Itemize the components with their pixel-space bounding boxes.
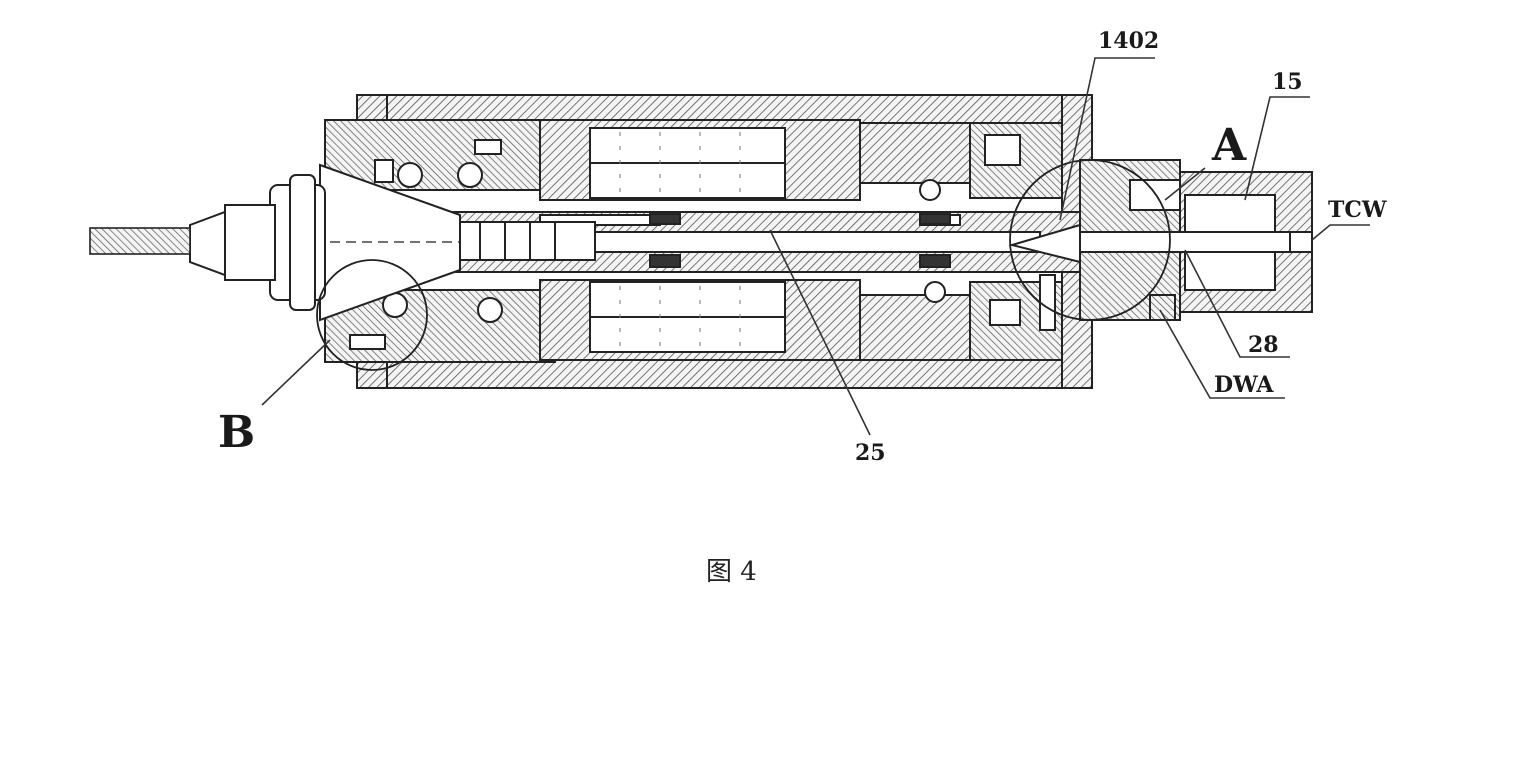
label-b: B (218, 407, 255, 458)
leader-15 (1244, 96, 1310, 201)
label-28: 28 (1248, 332, 1279, 358)
rotary-union (1008, 159, 1313, 331)
motor-stator (539, 119, 861, 361)
leader-b (261, 339, 331, 406)
figure-caption: 图 4 (706, 557, 757, 587)
leader-1402 (1059, 57, 1155, 221)
detail-circle-a (1009, 159, 1171, 321)
label-1402: 1402 (1098, 28, 1159, 54)
label-dwa: DWA (1214, 372, 1274, 398)
drawbar (454, 221, 596, 261)
label-a: A (1211, 120, 1247, 171)
cutting-tool (89, 227, 191, 255)
leader-28 (1184, 249, 1290, 358)
leader-tcw (1311, 224, 1370, 241)
detail-circle-b (316, 259, 428, 371)
detail-circles (316, 159, 1171, 371)
label-25: 25 (855, 440, 886, 466)
leader-lines (261, 57, 1370, 436)
tool-holder (189, 163, 461, 322)
leader-dwa (1159, 309, 1285, 399)
label-15: 15 (1272, 69, 1303, 95)
leader-a (1164, 167, 1206, 201)
leader-25 (769, 229, 871, 436)
label-tcw: TCW (1328, 197, 1387, 223)
